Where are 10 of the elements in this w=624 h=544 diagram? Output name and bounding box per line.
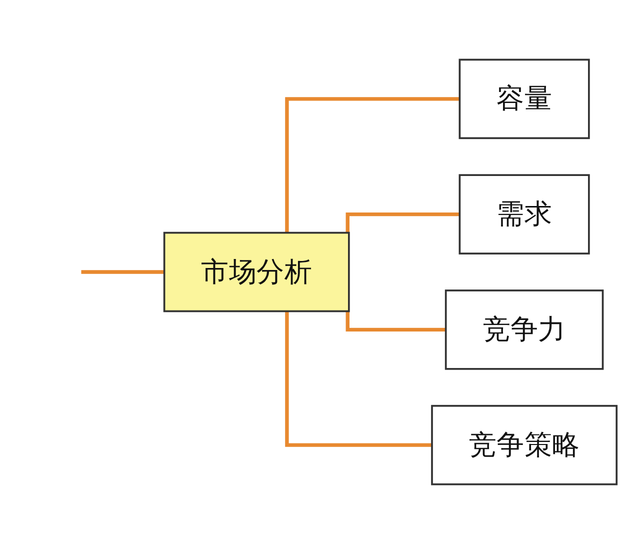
connector (79, 270, 164, 274)
node-box: 需求 (458, 174, 590, 254)
node-box: 容量 (458, 58, 590, 140)
connector (285, 97, 460, 233)
connector (285, 311, 432, 447)
node-box: 竞争力 (444, 290, 604, 370)
node-box: 竞争策略 (431, 404, 618, 486)
node-box: 市场分析 (163, 232, 350, 312)
connector (346, 311, 446, 332)
connector (346, 212, 460, 233)
